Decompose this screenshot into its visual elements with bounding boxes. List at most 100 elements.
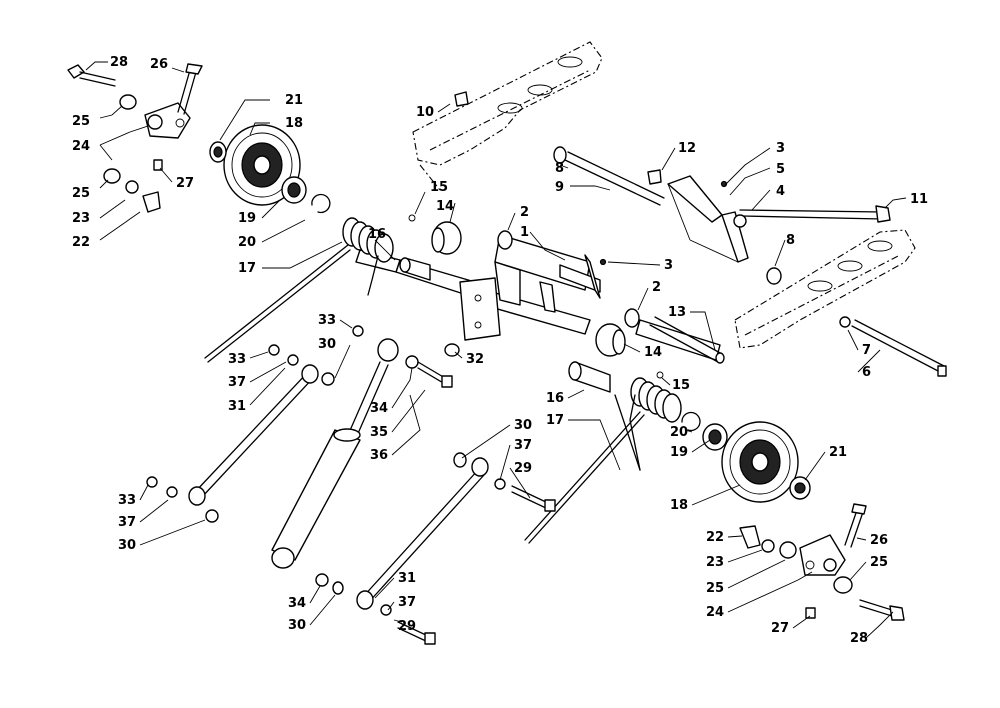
callout-9: 9 bbox=[555, 180, 564, 195]
callout-14: 14 bbox=[436, 199, 454, 214]
callout-23: 23 bbox=[72, 211, 90, 226]
callout-3: 3 bbox=[664, 258, 673, 273]
shock-absorber-36 bbox=[271, 338, 399, 569]
nut-33-a bbox=[352, 325, 364, 337]
clip-15-upper bbox=[408, 214, 416, 222]
callout-30: 30 bbox=[288, 618, 306, 633]
callout-19: 19 bbox=[238, 211, 256, 226]
bushing-30-b bbox=[453, 452, 467, 468]
callout-21: 21 bbox=[829, 445, 847, 460]
bracket-assembly bbox=[667, 175, 749, 263]
right-rail-outline bbox=[734, 229, 916, 349]
nut-10 bbox=[454, 91, 469, 107]
callout-15: 15 bbox=[430, 180, 448, 195]
washer-25-upper-a bbox=[119, 94, 137, 110]
callout-2: 2 bbox=[520, 205, 529, 220]
callout-18: 18 bbox=[670, 498, 688, 513]
callout-24: 24 bbox=[72, 139, 90, 154]
callout-20: 20 bbox=[238, 235, 256, 250]
washer-25-lower-a bbox=[833, 576, 853, 594]
bolt-26-lower bbox=[844, 503, 867, 548]
callout-27: 27 bbox=[176, 176, 194, 191]
callout-13: 13 bbox=[668, 305, 686, 320]
wheel-18-lower bbox=[721, 421, 799, 503]
washer-37-d bbox=[380, 604, 392, 616]
washer-37-a bbox=[287, 354, 299, 366]
callout-32: 32 bbox=[466, 352, 484, 367]
washer-25-upper-b bbox=[103, 168, 121, 184]
callout-20: 20 bbox=[670, 425, 688, 440]
callout-4: 4 bbox=[776, 184, 785, 199]
spacer-16-lower bbox=[568, 361, 611, 393]
callout-3: 3 bbox=[776, 141, 785, 156]
callout-35: 35 bbox=[370, 425, 388, 440]
bolt-11 bbox=[739, 205, 891, 223]
callout-2: 2 bbox=[652, 280, 661, 295]
callout-12: 12 bbox=[678, 141, 696, 156]
callout-24: 24 bbox=[706, 605, 724, 620]
callout-21: 21 bbox=[285, 93, 303, 108]
bushing-30-d bbox=[332, 581, 344, 595]
callout-37: 37 bbox=[398, 595, 416, 610]
bushing-30-c bbox=[205, 509, 219, 523]
callout-33: 33 bbox=[118, 493, 136, 508]
callout-6: 6 bbox=[862, 365, 871, 380]
callout-29: 29 bbox=[398, 619, 416, 634]
callout-34: 34 bbox=[370, 401, 388, 416]
spacer-16-upper bbox=[399, 257, 431, 281]
nut-12 bbox=[647, 169, 662, 185]
bushing-8-lower bbox=[766, 267, 782, 285]
washer-23-lower bbox=[761, 539, 775, 553]
clamp-24-upper bbox=[144, 102, 191, 139]
snap-ring-20-upper bbox=[311, 193, 331, 214]
callout-25: 25 bbox=[72, 186, 90, 201]
callout-25: 25 bbox=[72, 114, 90, 129]
left-rail-outline bbox=[412, 41, 603, 191]
washer-37-b bbox=[494, 478, 506, 490]
torsion-spring-upper bbox=[204, 217, 394, 363]
wheel-18-upper bbox=[223, 124, 301, 206]
callout-25: 25 bbox=[870, 555, 888, 570]
link-arm-31-left bbox=[188, 364, 319, 506]
bolt-26-upper bbox=[177, 63, 203, 115]
bushing-2-upper bbox=[497, 230, 513, 250]
nut-22-lower bbox=[739, 525, 761, 549]
callout-19: 19 bbox=[670, 445, 688, 460]
callout-5: 5 bbox=[776, 162, 785, 177]
bolt-6 bbox=[839, 316, 947, 377]
callout-31: 31 bbox=[398, 571, 416, 586]
callout-27: 27 bbox=[771, 621, 789, 636]
leader-lines bbox=[85, 61, 907, 639]
callout-1: 1 bbox=[520, 225, 529, 240]
bearing-21-lower bbox=[789, 476, 811, 500]
clamp-24-lower bbox=[799, 534, 846, 576]
callout-23: 23 bbox=[706, 555, 724, 570]
callout-15: 15 bbox=[672, 378, 690, 393]
callout-30: 30 bbox=[514, 418, 532, 433]
callout-31: 31 bbox=[228, 399, 246, 414]
callout-28: 28 bbox=[110, 55, 128, 70]
upper-shaft bbox=[553, 146, 665, 206]
washer-25-lower-b bbox=[779, 541, 797, 559]
callout-22: 22 bbox=[706, 530, 724, 545]
nut-33-b bbox=[268, 344, 280, 356]
bushing-2-lower bbox=[624, 308, 640, 328]
callout-16: 16 bbox=[368, 227, 386, 242]
bearing-19-upper bbox=[281, 176, 307, 204]
washer-37-c bbox=[166, 486, 178, 498]
callout-25: 25 bbox=[706, 581, 724, 596]
bolt-28-upper bbox=[67, 64, 116, 87]
callout-17: 17 bbox=[238, 261, 256, 276]
snap-ring-20-lower bbox=[681, 411, 701, 432]
nut-22-upper bbox=[142, 191, 161, 213]
bushing-34-b bbox=[315, 573, 329, 587]
callout-30: 30 bbox=[318, 337, 336, 352]
nut-27-lower bbox=[805, 607, 816, 619]
callout-14: 14 bbox=[644, 345, 662, 360]
bolt-35 bbox=[405, 355, 453, 388]
callout-33: 33 bbox=[318, 313, 336, 328]
bolt-29-a bbox=[511, 485, 556, 512]
callout-11: 11 bbox=[910, 192, 928, 207]
